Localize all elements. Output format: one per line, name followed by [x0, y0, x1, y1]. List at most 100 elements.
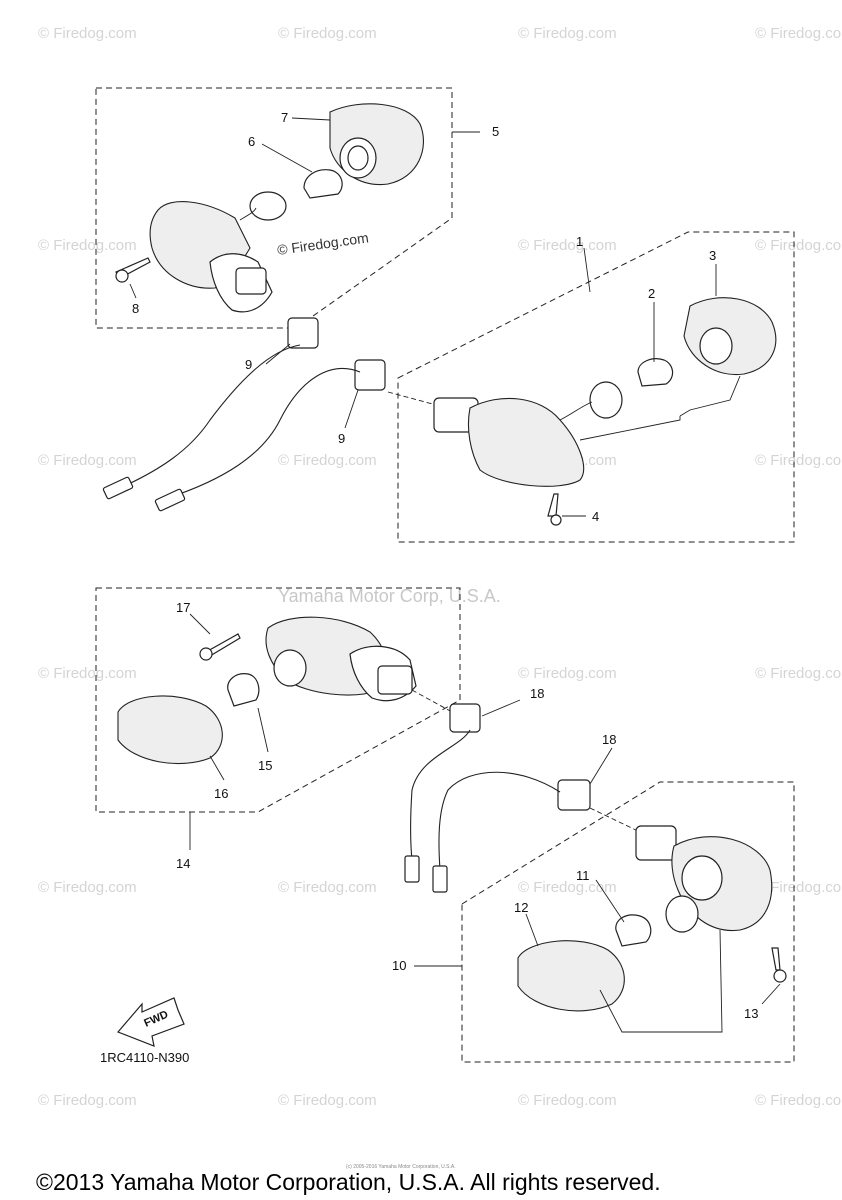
watermark: © Firedog.com [518, 237, 617, 254]
callout-2: 2 [648, 286, 655, 301]
diagram-code: 1RC4110-N390 [100, 1050, 189, 1065]
watermark-grid: © Firedog.com © Firedog.com © Firedog.co… [38, 25, 842, 1109]
lead-line [261, 143, 313, 173]
lead-line [291, 117, 331, 121]
lens-shape [117, 695, 223, 765]
lead-line [189, 613, 211, 635]
dash-line [589, 807, 641, 833]
screw-head-shape [773, 969, 787, 983]
watermark: © Firedog.com [755, 879, 842, 896]
callout-8: 8 [132, 301, 139, 316]
assembly-10: 11 12 10 13 [392, 781, 795, 1063]
callout-11: 11 [576, 868, 590, 883]
callout-1: 1 [576, 234, 583, 249]
callout-6: 6 [248, 134, 255, 149]
assembly-14: 17 15 16 14 [95, 587, 461, 871]
callout-18: 18 [602, 732, 616, 747]
watermark: © Firedog.com [278, 25, 377, 42]
watermark: © Firedog.com [38, 452, 137, 469]
watermark: © Firedog.com [755, 1092, 842, 1109]
watermark: © Firedog.com [755, 452, 842, 469]
lead-line [257, 707, 269, 753]
callout-10: 10 [392, 958, 406, 973]
fwd-arrow-icon [116, 997, 185, 1047]
callout-14: 14 [176, 856, 190, 871]
socket-shape [273, 649, 307, 687]
lead-line [583, 247, 591, 293]
wire-shape [119, 344, 301, 489]
callout-18: 18 [530, 686, 544, 701]
watermark: © Firedog.com [38, 25, 137, 42]
watermark: © Firedog.com [755, 25, 842, 42]
lead-line [344, 389, 359, 429]
socket-shape [665, 895, 699, 933]
bulb-shape [615, 914, 652, 947]
watermark: © Firedog.com [755, 665, 842, 682]
lead-line [679, 375, 741, 417]
watermark: © Firedog.com [518, 879, 617, 896]
housing-shape [467, 397, 585, 487]
watermark: © Firedog.com [38, 1092, 137, 1109]
callout-17: 17 [176, 600, 190, 615]
callout-5: 5 [492, 124, 499, 139]
screw-head-shape [115, 269, 129, 283]
lead-line [579, 416, 681, 441]
assembly-5: 7 6 5 8 © Firedog.com [95, 87, 499, 329]
connector-shape [377, 665, 413, 695]
screw-head-shape [199, 647, 213, 661]
dash-line [387, 391, 441, 407]
housing-socket-shape [681, 855, 723, 901]
bulb-shape [303, 169, 343, 199]
callout-16: 16 [214, 786, 228, 801]
callout-12: 12 [514, 900, 528, 915]
lens-socket-shape [699, 327, 733, 365]
watermark: © Firedog.com [278, 452, 377, 469]
bulb-shape [227, 673, 260, 707]
coupler-9-shape [354, 359, 386, 391]
wire-shape [438, 771, 561, 871]
assembly-5-box [95, 87, 453, 329]
assembly-14-box [95, 587, 461, 813]
connector-shape [235, 267, 267, 295]
lead-line [525, 913, 539, 947]
socket-shape [249, 191, 287, 221]
assembly-10-box [461, 781, 795, 1063]
connector-shape [635, 825, 677, 861]
lead-line [595, 879, 625, 923]
wire-shape [409, 729, 471, 861]
lead-line [129, 283, 137, 299]
callout-9: 9 [338, 431, 345, 446]
lead-line [559, 401, 593, 421]
dash-line [411, 689, 453, 713]
lead-line [239, 207, 257, 221]
watermark: © Firedog.com [38, 879, 137, 896]
assembly-1: 1 2 3 4 [387, 231, 795, 543]
wiring-middle: 18 18 [404, 686, 616, 893]
watermark: © Firedog.com [518, 25, 617, 42]
lens-shape [517, 940, 625, 1012]
screw-shape [771, 947, 781, 971]
callout-7: 7 [281, 110, 288, 125]
callout-15: 15 [258, 758, 272, 773]
lead-line [265, 343, 291, 365]
coupler-18-shape [557, 779, 591, 811]
inline-watermark: © Firedog.com [276, 229, 369, 258]
lead-line [599, 929, 723, 1033]
watermark: © Firedog.com [518, 665, 617, 682]
coupler-9-shape [287, 317, 319, 349]
bulb-shape [637, 358, 674, 387]
terminal-shape [404, 855, 420, 883]
lens-socket-inner-shape [347, 145, 369, 171]
screw-shape [547, 493, 559, 517]
terminal-shape [432, 865, 448, 893]
callout-13: 13 [744, 1006, 758, 1021]
coupler-18-shape [449, 703, 481, 733]
center-watermark: Yamaha Motor Corp, U.S.A. [278, 586, 501, 606]
wiring-upper-left: 9 9 [102, 317, 386, 512]
lead-line [209, 755, 225, 781]
terminal-shape [154, 488, 186, 512]
lead-line [589, 747, 613, 785]
lens-shape [329, 103, 424, 186]
